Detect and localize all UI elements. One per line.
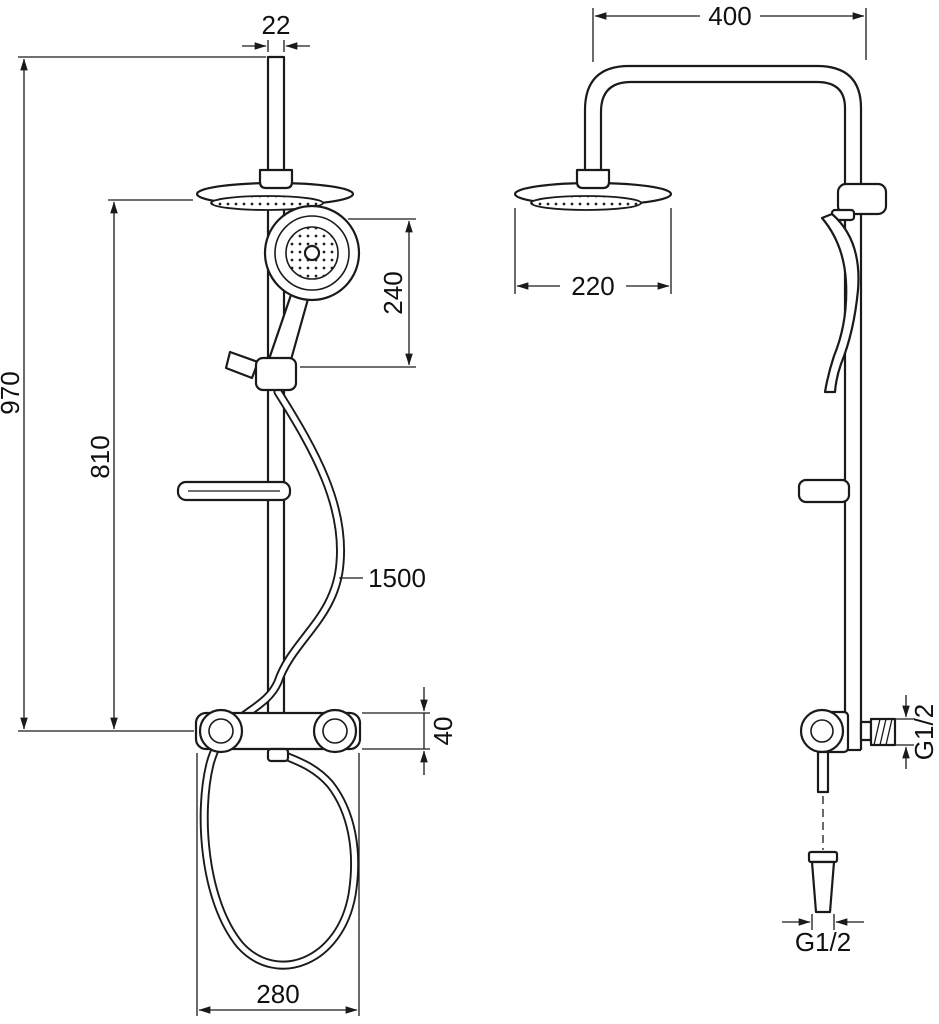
- shower-hose-front: [199, 387, 360, 970]
- dim-label-valve-width: 280: [256, 979, 299, 1009]
- mixer-valve-front: [194, 708, 362, 763]
- holder-bracket-front: [224, 350, 298, 392]
- dim-pipe-width: 22: [242, 10, 310, 52]
- valve-knob-left: [198, 708, 244, 754]
- dim-arm-reach: 400: [592, 1, 867, 62]
- dim-label-hose-length: 1500: [368, 563, 426, 593]
- rain-head-connector-side: [575, 168, 611, 190]
- front-view: 22 1500: [0, 10, 458, 1016]
- hose-nut: [266, 747, 290, 763]
- dim-total-height: 970: [0, 56, 266, 732]
- dim-valve-width: 280: [198, 979, 358, 1014]
- hand-shower-front: [263, 204, 361, 376]
- valve-knob-side: [799, 708, 845, 754]
- hand-shower-bracket-side: [836, 182, 888, 216]
- hose-connection-side: G1/2: [782, 750, 864, 957]
- valve-knob-right: [312, 708, 358, 754]
- dim-column-height: 810: [85, 199, 193, 730]
- dim-280-extensions: [196, 753, 360, 1016]
- dim-label-total-height: 970: [0, 371, 25, 414]
- dim-label-handshower-length: 240: [378, 271, 408, 314]
- dim-head-width: 220: [514, 208, 672, 301]
- dim-handshower-length: 240: [300, 218, 416, 368]
- rain-head-side: [513, 168, 673, 211]
- side-view: 400 220 G1: [513, 1, 939, 957]
- dim-hose-length: 1500: [339, 563, 426, 593]
- shower-arm-side: [583, 64, 863, 752]
- dim-label-valve-height: 40: [428, 717, 458, 746]
- hose-nut-side: [807, 850, 839, 864]
- dim-valve-height: 40: [362, 687, 458, 775]
- mixer-valve-side: G1/2: [799, 695, 939, 769]
- slider-bracket-side: [797, 478, 851, 504]
- hand-shower-handle-side: [820, 212, 860, 394]
- dim-label-wall-thread: G1/2: [909, 704, 939, 760]
- dim-label-head-width: 220: [571, 271, 614, 301]
- holder-knob: [224, 350, 260, 380]
- hose-end-cone: [810, 860, 836, 914]
- rain-head-connector: [258, 168, 294, 190]
- dim-label-arm-reach: 400: [708, 1, 751, 31]
- dim-label-pipe-width: 22: [262, 10, 291, 40]
- rain-head-nozzle-plate: [210, 195, 324, 211]
- dim-label-hose-thread: G1/2: [795, 927, 851, 957]
- hand-shower-side: [820, 182, 888, 394]
- rain-head-nozzle-plate-side: [530, 195, 642, 211]
- rain-head-front: [195, 168, 355, 211]
- dim-label-column-height: 810: [85, 435, 115, 478]
- soap-dish-front: [176, 480, 292, 502]
